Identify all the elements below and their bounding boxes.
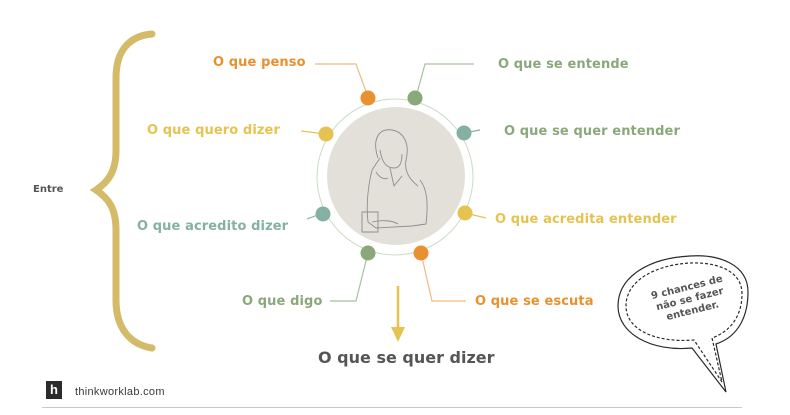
footer-url: thinkworklab.com [75, 386, 165, 398]
thinking-person-illustration [361, 129, 428, 233]
node-dot-quer-entender [456, 125, 472, 141]
node-label-digo: O que digo [242, 294, 323, 309]
portrait-disc [327, 107, 465, 245]
connector-digo [330, 252, 369, 302]
entre-label: Entre [33, 184, 64, 195]
result-label: O que se quer dizer [318, 348, 495, 367]
footer-divider [42, 407, 742, 408]
brand-logo-icon: h [46, 381, 62, 399]
node-dot-digo [360, 245, 376, 261]
node-dot-penso [360, 90, 376, 106]
connector-penso [315, 63, 369, 98]
down-arrow-icon [391, 327, 405, 342]
curly-brace [89, 30, 156, 352]
outer-ring [316, 98, 474, 256]
node-dot-se-entende [407, 90, 423, 106]
node-dot-quero-dizer [318, 126, 334, 142]
connector-se-entende [415, 63, 474, 98]
speech-bubble [617, 255, 749, 393]
node-label-escuta: O que se escuta [475, 294, 594, 309]
node-label-quero-dizer: O que quero dizer [147, 123, 280, 138]
node-label-penso: O que penso [213, 55, 306, 70]
node-dot-acredito-dizer [315, 206, 331, 222]
node-label-se-entende: O que se entende [498, 57, 629, 72]
node-dot-acredita-entender [457, 205, 473, 221]
node-dot-escuta [413, 245, 429, 261]
node-label-quer-entender: O que se quer entender [504, 124, 680, 139]
node-label-acredito-dizer: O que acredito dizer [137, 219, 289, 234]
connector-escuta [420, 252, 466, 302]
node-label-acredita-entender: O que acredita entender [495, 212, 677, 227]
